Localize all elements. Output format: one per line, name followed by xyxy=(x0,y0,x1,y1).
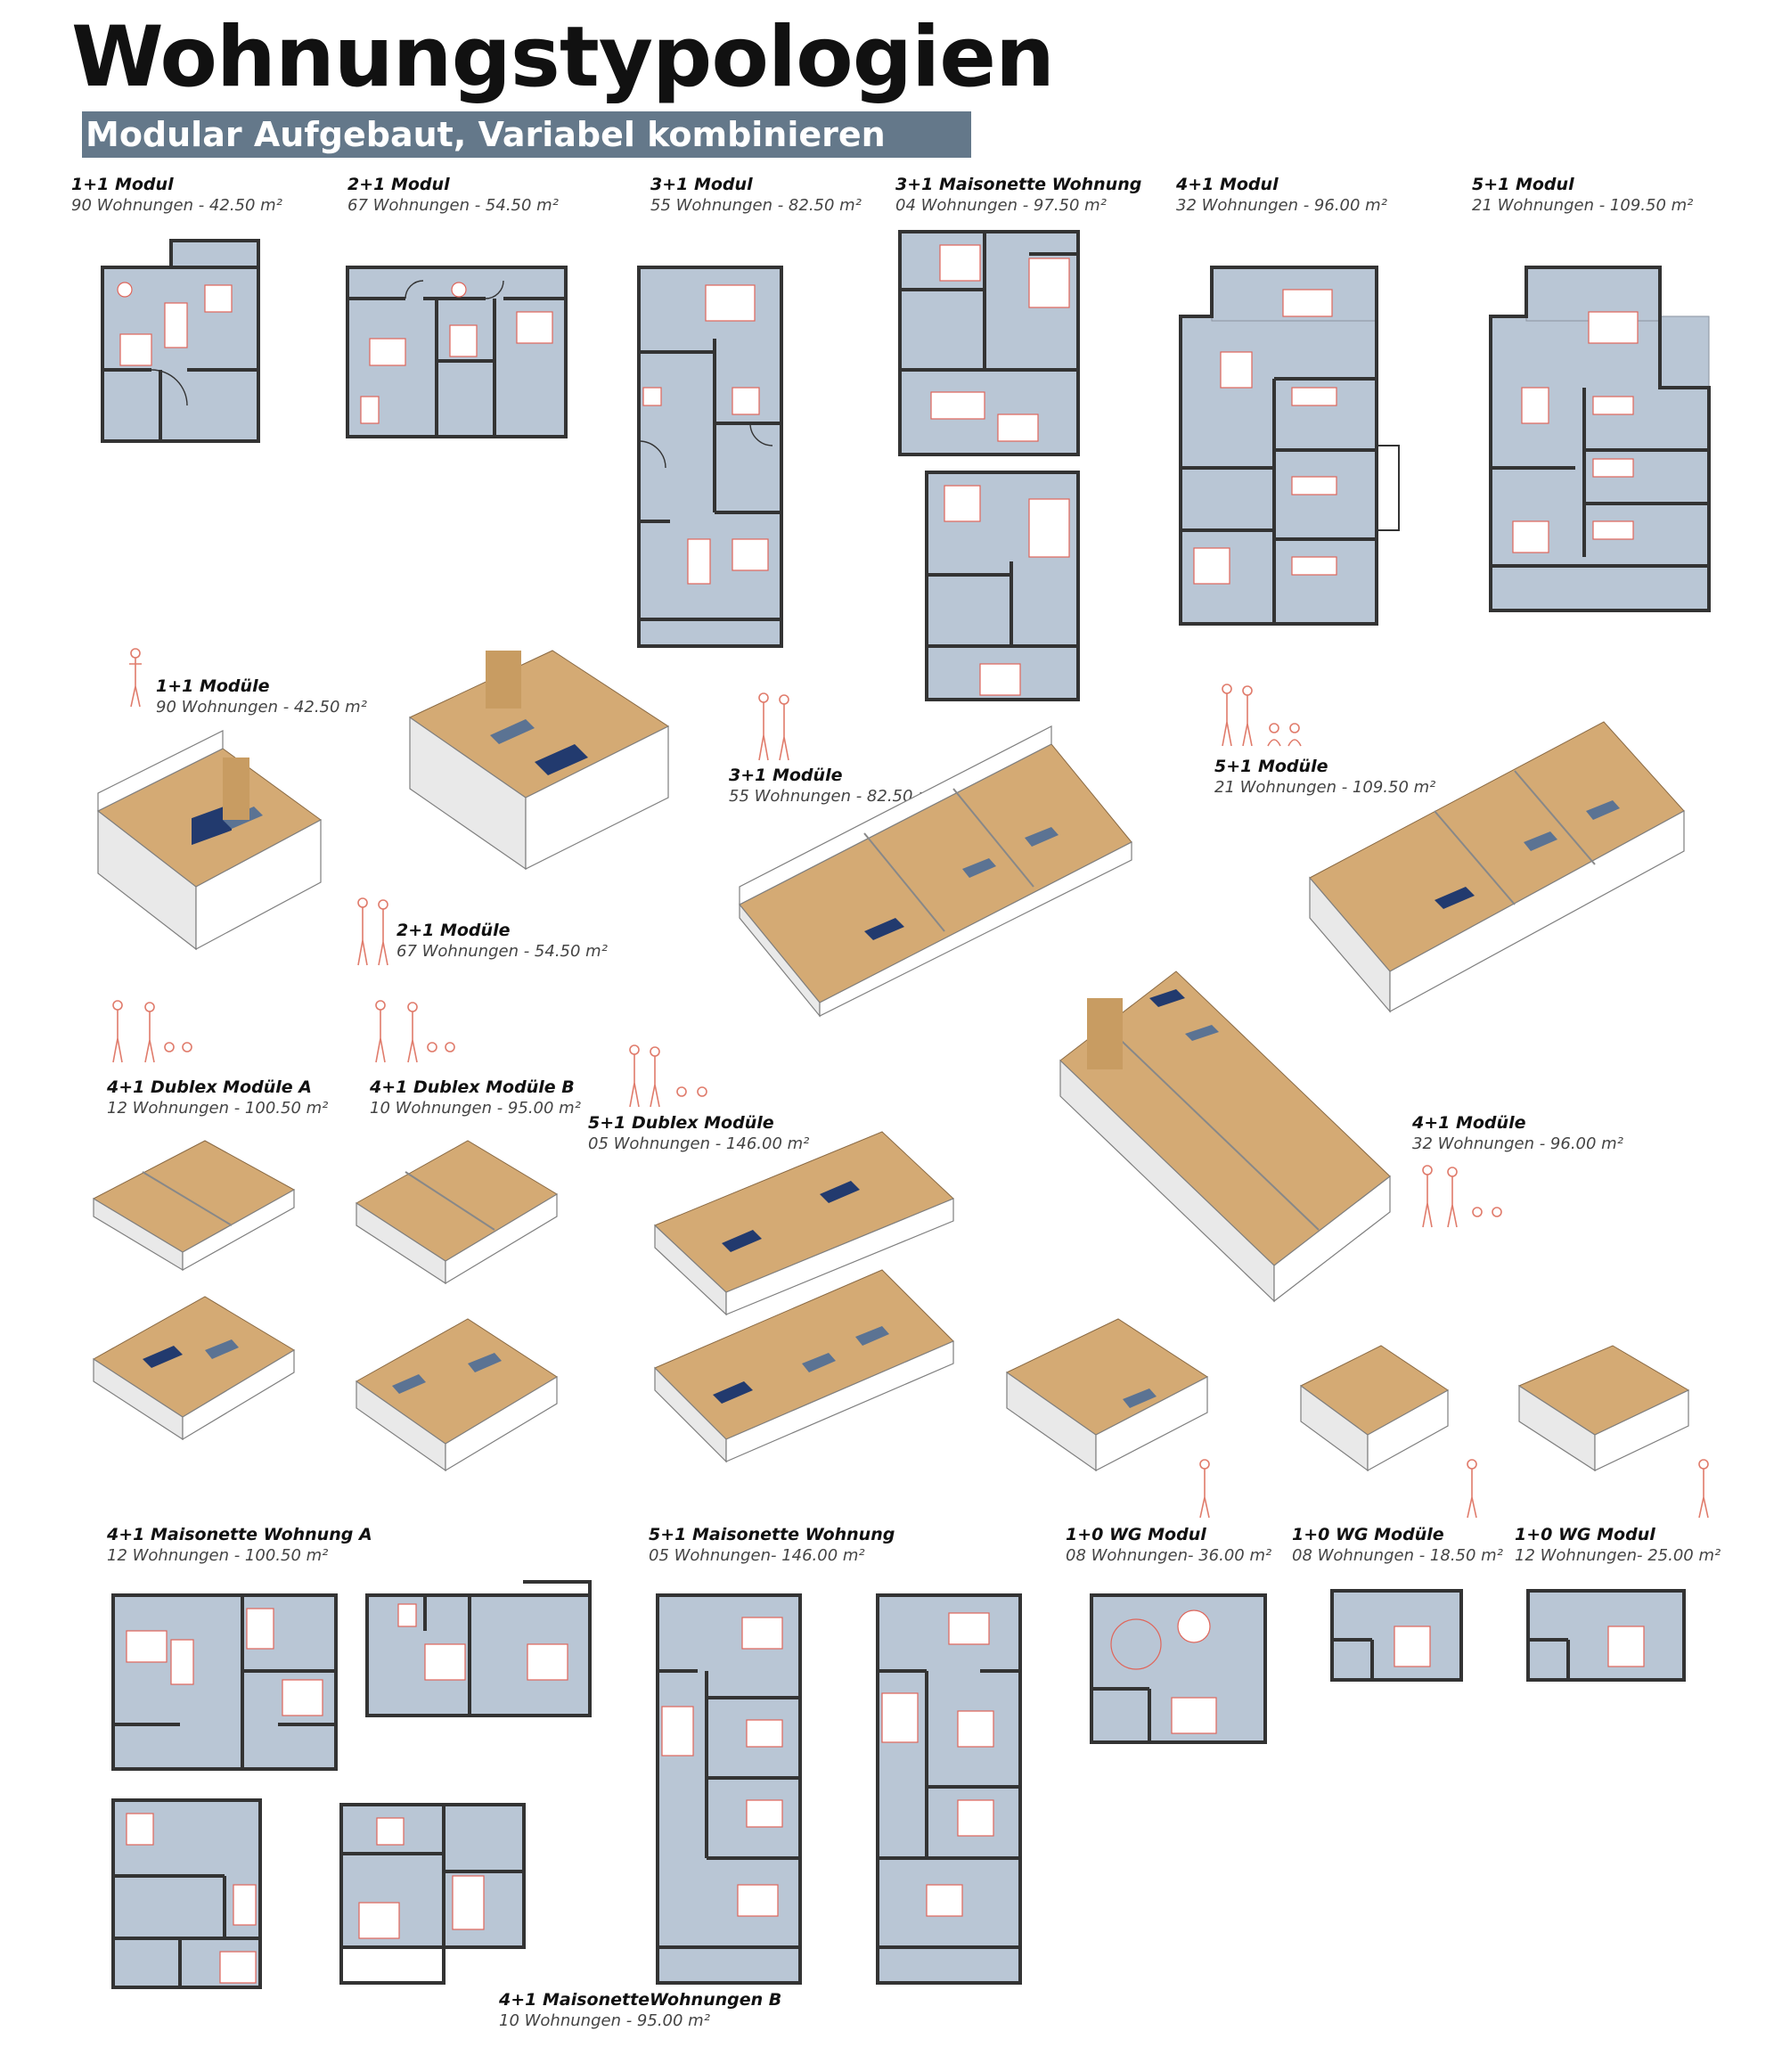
floorplan-3-1 xyxy=(637,266,783,648)
floorplan-4-1-maisonette-a-upper xyxy=(365,1580,592,1717)
people-family-icon xyxy=(1222,684,1302,747)
people-family-icon xyxy=(112,1000,192,1063)
isometric-4-1-dublex-a-lower xyxy=(93,1296,295,1441)
floorplan-5-1-maisonette-lower xyxy=(656,1593,802,1985)
isometric-4-1 xyxy=(1059,970,1391,1303)
floorplan-5-1 xyxy=(1489,266,1711,612)
isometric-1-0-wg-b xyxy=(1300,1345,1449,1472)
people-family-icon xyxy=(375,1000,455,1063)
isometric-4-1-dublex-b-lower xyxy=(356,1318,558,1472)
isometric-5-1 xyxy=(1309,721,1685,1013)
floorplan-3-1-maisonette xyxy=(898,230,1080,701)
page-subtitle: Modular Aufgebaut, Variabel kombinieren xyxy=(82,111,971,158)
people-couple-icon xyxy=(357,897,388,966)
floorplan-1-1 xyxy=(101,239,260,443)
isometric-2-1 xyxy=(409,650,670,871)
page-title: Wohnungstypologien xyxy=(71,9,1055,106)
isometric-4-1-dublex-b-upper xyxy=(356,1140,558,1285)
isometric-1-1 xyxy=(97,730,322,951)
isometric-1-0-wg-c xyxy=(1517,1345,1690,1472)
isometric-5-1-dublex-lower xyxy=(654,1269,954,1463)
floorplan-2-1 xyxy=(346,266,568,438)
person-figure-icon xyxy=(1199,1459,1210,1519)
isometric-4-1-dublex-a-upper xyxy=(92,1140,296,1272)
people-family-icon xyxy=(1422,1165,1502,1228)
floorplan-4-1-maisonette-a-lower xyxy=(111,1593,338,1771)
floorplan-4-1 xyxy=(1179,266,1400,626)
floorplan-1-0-wg-c xyxy=(1526,1589,1686,1682)
floorplan-5-1-maisonette-upper xyxy=(876,1593,1022,1985)
floorplan-1-0-wg-b xyxy=(1330,1589,1463,1682)
people-family-icon xyxy=(629,1044,707,1108)
isometric-1-0-wg-a xyxy=(1006,1318,1208,1472)
person-figure-icon xyxy=(1467,1459,1477,1519)
person-figure-icon xyxy=(129,648,142,708)
isometric-3-1 xyxy=(739,725,1132,1018)
floorplan-4-1-maisonette-b-upper-left xyxy=(111,1798,262,1989)
floorplan-1-0-wg-a xyxy=(1090,1593,1267,1744)
people-couple-icon xyxy=(758,692,789,761)
person-figure-icon xyxy=(1698,1459,1709,1519)
floorplan-4-1-maisonette-b xyxy=(339,1803,526,1985)
isometric-5-1-dublex-upper xyxy=(654,1131,954,1316)
